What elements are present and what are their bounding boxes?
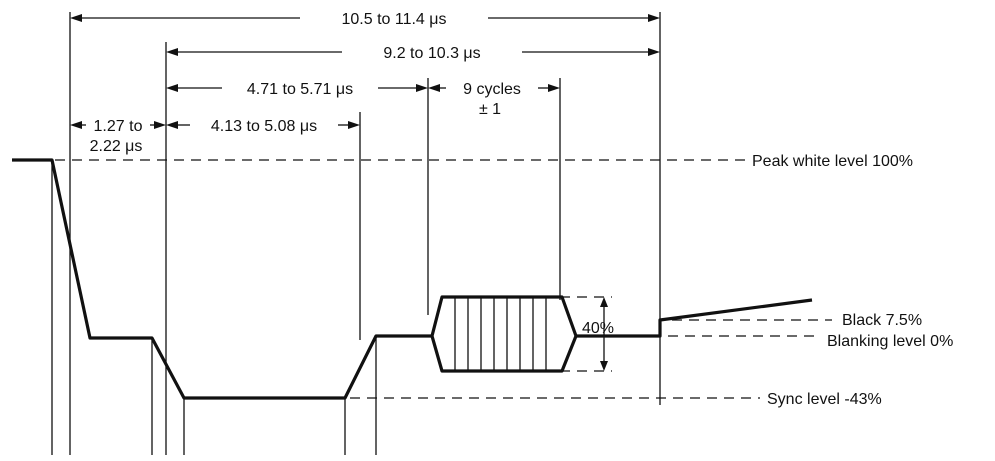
waveform-back-porch xyxy=(576,298,813,338)
sync-width-label: 4.13 to 5.08 μs xyxy=(211,118,317,135)
sync-to-burst-label: 4.71 to 5.71 μs xyxy=(247,81,353,98)
total-blanking-dimension: 10.5 to 11.4 μs xyxy=(70,11,660,28)
burst-amplitude-marker xyxy=(600,297,608,371)
total-blanking-label: 10.5 to 11.4 μs xyxy=(342,11,447,28)
front-porch-label-2: 2.22 μs xyxy=(90,138,143,155)
front-porch-label-1: 1.27 to xyxy=(94,118,143,135)
vertical-reference-lines xyxy=(51,12,661,455)
black-level-label: Black 7.5% xyxy=(842,312,922,329)
burst-cycles-label: 9 cycles xyxy=(463,81,521,98)
color-burst xyxy=(430,295,578,373)
sync-to-end-label: 9.2 to 10.3 μs xyxy=(383,45,480,62)
burst-cycles-tolerance: ± 1 xyxy=(479,101,501,118)
burst-amplitude-label: 40% xyxy=(582,320,614,337)
waveform-line xyxy=(12,158,432,400)
front-porch-dimension: 1.27 to 2.22 μs xyxy=(70,118,166,155)
sync-to-end-dimension: 9.2 to 10.3 μs xyxy=(166,45,660,62)
peak-white-label: Peak white level 100% xyxy=(752,153,913,170)
waveform xyxy=(12,158,813,400)
sync-to-burst-dimension: 4.71 to 5.71 μs xyxy=(166,81,428,98)
blanking-level-label: Blanking level 0% xyxy=(827,333,953,350)
burst-envelope xyxy=(430,295,578,373)
sync-width-dimension: 4.13 to 5.08 μs xyxy=(166,118,360,135)
sync-level-label: Sync level -43% xyxy=(767,391,882,408)
level-lines xyxy=(55,159,832,399)
burst-cycles xyxy=(454,297,547,371)
burst-cycles-dimension: 9 cycles ± 1 xyxy=(428,81,560,118)
